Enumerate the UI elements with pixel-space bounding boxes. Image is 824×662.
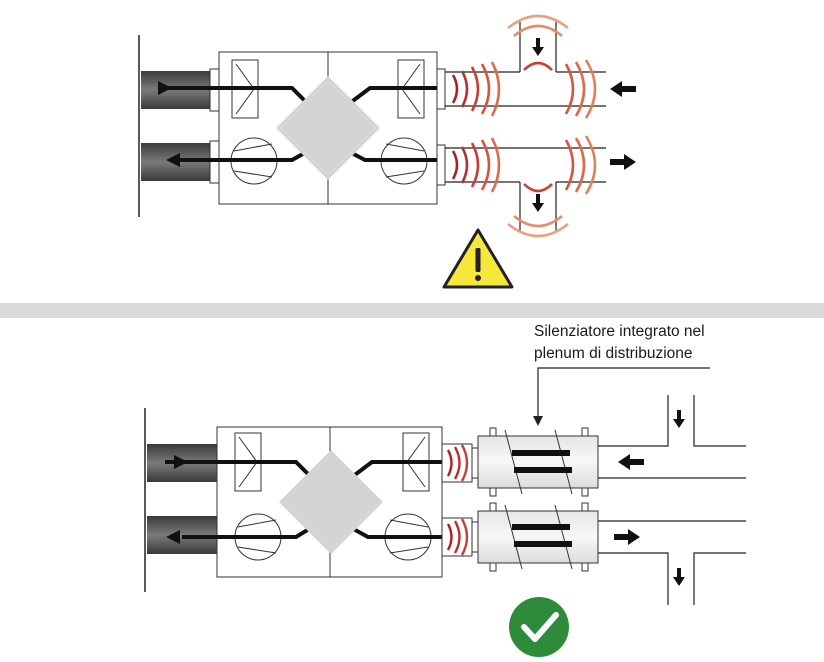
noise-waves-bottom	[446, 444, 469, 556]
silencer-lower	[477, 502, 599, 572]
silencer-upper	[477, 427, 599, 497]
bottom-diagram: Silenziatore integrato nel plenum di dis…	[144, 323, 746, 657]
heat-exchanger	[276, 76, 380, 180]
annotation-line-2: plenum di distribuzione	[534, 345, 693, 362]
green-checkmark-icon	[509, 597, 569, 657]
heat-exchanger-bottom	[279, 450, 383, 554]
noise-waves-top	[451, 14, 597, 238]
annotation-line-1: Silenziatore integrato nel	[534, 323, 705, 340]
arrow-out-lower-bottom	[166, 530, 180, 544]
flow-arrows-bottom	[614, 410, 685, 586]
section-separator	[0, 303, 824, 318]
flow-arrows-top	[532, 38, 636, 212]
arrow-out-lower	[166, 153, 180, 167]
top-diagram	[138, 14, 636, 289]
arrow-in-upper	[158, 81, 172, 95]
outside-duct-bottom	[598, 395, 746, 605]
annotation-leader	[537, 367, 710, 418]
warning-triangle-icon	[442, 228, 514, 289]
arrow-in-upper-bottom	[174, 455, 188, 469]
